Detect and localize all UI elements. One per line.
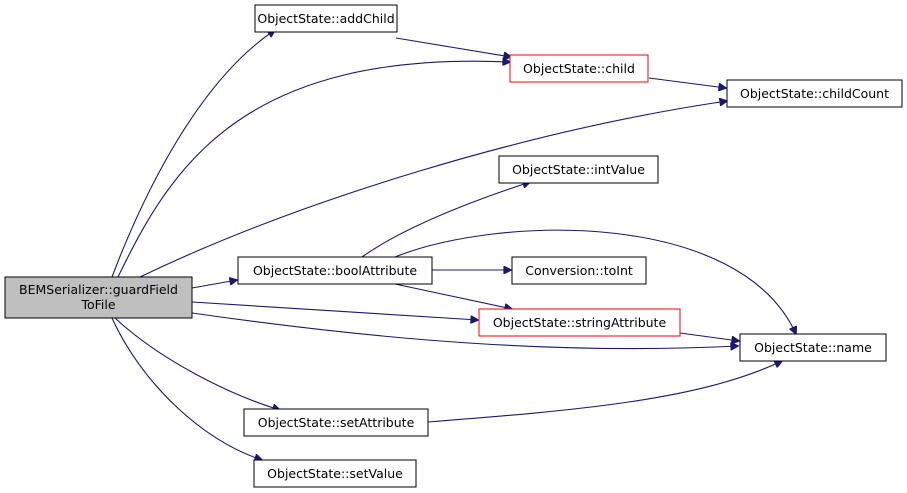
node-root-label-line1: BEMSerializer::guardField (19, 282, 178, 297)
node-child-count[interactable]: ObjectState::childCount (726, 79, 903, 108)
edge-setattribute-to-name (427, 361, 782, 423)
node-root[interactable]: BEMSerializer::guardField ToFile (4, 276, 193, 319)
node-set-value[interactable]: ObjectState::setValue (253, 459, 417, 488)
node-set-attribute[interactable]: ObjectState::setAttribute (243, 408, 429, 437)
node-name-box (739, 333, 887, 362)
node-string-attribute-box (478, 308, 681, 337)
node-bool-attribute[interactable]: ObjectState::boolAttribute (237, 256, 433, 285)
node-bool-attribute-label: ObjectState::boolAttribute (253, 263, 417, 278)
node-add-child[interactable]: ObjectState::addChild (254, 4, 398, 33)
node-set-attribute-box (243, 408, 429, 437)
node-set-attribute-label: ObjectState::setAttribute (258, 415, 415, 430)
node-to-int-box (511, 256, 647, 285)
node-child-count-box (726, 79, 903, 108)
edge-child-to-childcount (648, 77, 726, 88)
node-name[interactable]: ObjectState::name (739, 333, 887, 362)
node-child-count-label: ObjectState::childCount (740, 86, 889, 101)
node-child[interactable]: ObjectState::child (509, 54, 649, 83)
edge-root-to-child (117, 61, 510, 278)
node-to-int-label: Conversion::toInt (525, 263, 633, 278)
edge-stringattribute-to-name (679, 332, 739, 341)
node-int-value-box (498, 155, 659, 184)
edges (111, 30, 796, 460)
edge-boolattribute-to-intvalue (361, 182, 530, 258)
node-string-attribute[interactable]: ObjectState::stringAttribute (478, 308, 681, 337)
node-root-label-line2: ToFile (80, 297, 115, 312)
edge-root-to-boolattribute (191, 280, 237, 289)
node-child-box (509, 54, 649, 83)
node-root-box (4, 276, 193, 319)
edge-root-to-addchild (111, 30, 275, 278)
node-int-value-label: ObjectState::intValue (512, 162, 645, 177)
edge-addchild-to-child (395, 37, 511, 57)
node-add-child-label: ObjectState::addChild (257, 11, 394, 26)
node-int-value[interactable]: ObjectState::intValue (498, 155, 659, 184)
edge-boolattribute-to-name (394, 229, 796, 334)
edge-boolattribute-to-stringattribute (394, 283, 512, 309)
edge-root-to-setattribute (114, 317, 280, 410)
edge-root-to-stringattribute (191, 301, 478, 320)
node-set-value-label: ObjectState::setValue (267, 466, 403, 481)
node-add-child-box (254, 4, 398, 33)
node-to-int[interactable]: Conversion::toInt (511, 256, 647, 285)
node-string-attribute-label: ObjectState::stringAttribute (493, 315, 667, 330)
edge-root-to-setvalue (111, 317, 262, 460)
node-set-value-box (253, 459, 417, 488)
node-name-label: ObjectState::name (754, 340, 872, 355)
node-bool-attribute-box (237, 256, 433, 285)
edge-root-to-childcount (139, 101, 727, 278)
node-child-label: ObjectState::child (523, 61, 635, 76)
edge-root-to-name (191, 312, 738, 349)
